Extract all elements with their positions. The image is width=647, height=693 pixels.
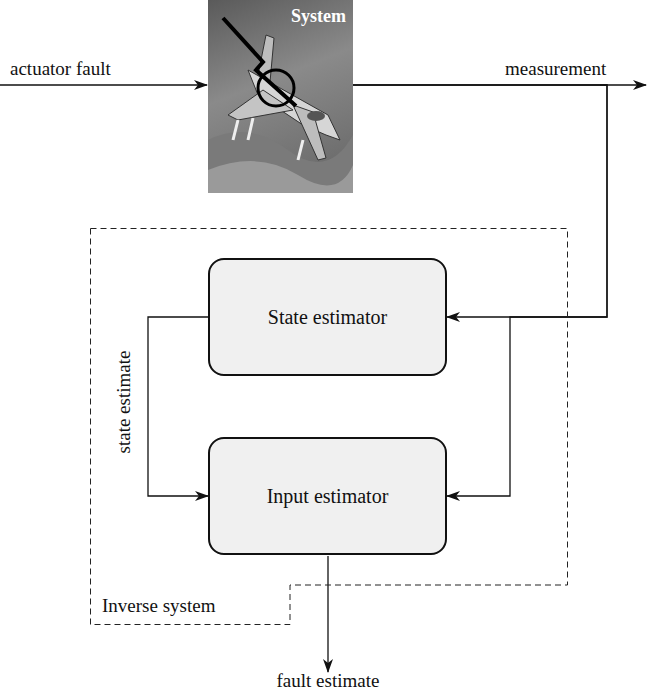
output-arrow xyxy=(327,556,328,672)
system-picture: System xyxy=(208,0,353,193)
jet-stores xyxy=(233,118,303,160)
fault-lightning xyxy=(223,18,296,106)
jet-wing xyxy=(293,105,326,160)
input-arrow xyxy=(0,84,207,85)
aircraft-illustration xyxy=(208,0,353,193)
picture-title: System xyxy=(291,5,346,28)
process-box: Input estimator xyxy=(208,437,447,555)
process-box: State estimator xyxy=(208,258,447,376)
box-label: Input estimator xyxy=(228,484,427,509)
signal-connector xyxy=(148,317,208,496)
box-label: State estimator xyxy=(228,305,427,330)
fault-circle xyxy=(258,70,294,106)
dashed-border xyxy=(91,229,568,625)
terrain xyxy=(208,161,353,193)
terrain xyxy=(208,132,353,193)
photo-ground xyxy=(208,0,353,193)
signal-label: fault estimate xyxy=(277,670,380,692)
region-label: Inverse system xyxy=(102,594,215,618)
signal-label: state estimate xyxy=(113,351,135,454)
jet-canopy xyxy=(307,111,325,121)
signal-label: measurement xyxy=(505,58,606,80)
region-box: Inverse system State estimatorInput estim… xyxy=(90,228,568,625)
signal-label: actuator fault xyxy=(10,58,111,80)
